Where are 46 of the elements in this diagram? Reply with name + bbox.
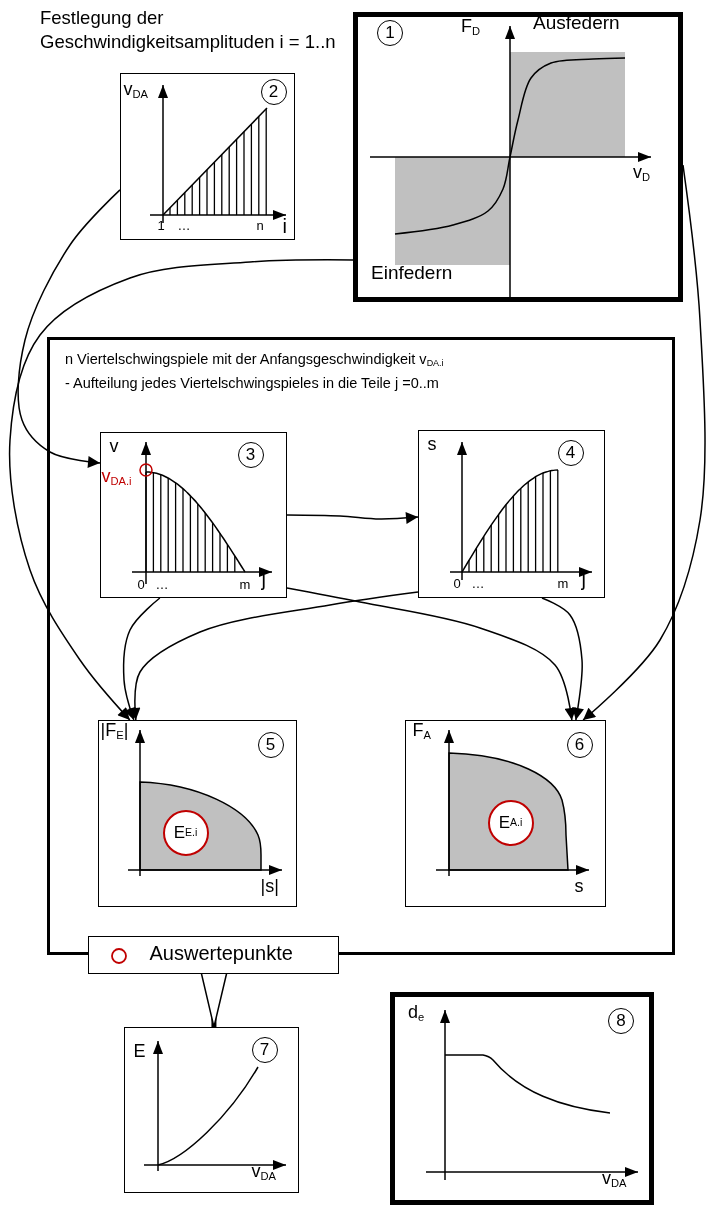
chart-panel bbox=[418, 430, 605, 598]
tick-label: 0 bbox=[453, 576, 461, 592]
chart-panel bbox=[390, 992, 654, 1205]
tick-label: … bbox=[471, 576, 485, 592]
axis-label: F$_{D}$ bbox=[461, 16, 481, 38]
tick-label: 0 bbox=[137, 577, 145, 593]
heading-text: Festlegung der Geschwindigkeitsamplituden i = 1..n bbox=[40, 6, 337, 55]
arrow bbox=[286, 512, 419, 524]
tick-label: … bbox=[155, 577, 169, 593]
axis-label: v$_{DA}$ bbox=[251, 1160, 276, 1183]
axis-label: v bbox=[109, 435, 119, 457]
axis-label: F$_{A}$ bbox=[412, 719, 431, 742]
arrow bbox=[122, 597, 161, 721]
point-label: v$_{DA.i}$ bbox=[101, 465, 132, 488]
tick-label: 1 bbox=[157, 218, 165, 234]
tick-label: m bbox=[557, 576, 569, 592]
axis-label: v$_{D}$ bbox=[633, 162, 651, 184]
legend-text: Auswertepunkte bbox=[149, 941, 293, 965]
legend-box bbox=[88, 936, 339, 974]
arrow bbox=[286, 587, 577, 721]
arrow bbox=[17, 189, 121, 468]
chart-panel bbox=[100, 432, 287, 598]
tick-label: n bbox=[256, 218, 264, 234]
chart-panel bbox=[124, 1027, 299, 1193]
tick-label: m bbox=[239, 577, 251, 593]
description-text: - Aufteilung jedes Viertelschwingspieles in die Teile j =0..m bbox=[65, 375, 439, 392]
chart-panel bbox=[353, 12, 683, 302]
chart-panel bbox=[98, 720, 297, 907]
region-label: Ausfedern bbox=[533, 12, 620, 34]
axis-label: |s| bbox=[260, 875, 279, 897]
chart-panel bbox=[405, 720, 606, 907]
arrow bbox=[582, 164, 706, 721]
arrow bbox=[541, 597, 584, 721]
region-label: Einfedern bbox=[371, 262, 453, 284]
axis-label: v$_{DA}$ bbox=[602, 1168, 627, 1190]
axis-label: s bbox=[574, 875, 584, 897]
tick-label: … bbox=[177, 218, 191, 234]
axis-label: v$_{DA}$ bbox=[123, 78, 148, 101]
arrow bbox=[8, 259, 354, 721]
axis-label: |F$_{E}$| bbox=[100, 719, 129, 742]
axis-label: d$_{e}$ bbox=[408, 1002, 425, 1024]
axis-label: E bbox=[133, 1040, 146, 1062]
axis-label: s bbox=[427, 433, 437, 455]
axis-label: i bbox=[282, 214, 287, 238]
description-text: n Viertelschwingspiele mit der Anfangsgeschwindigkeit v$_{DA.i}$ bbox=[65, 351, 444, 369]
chart-panel bbox=[120, 73, 295, 240]
